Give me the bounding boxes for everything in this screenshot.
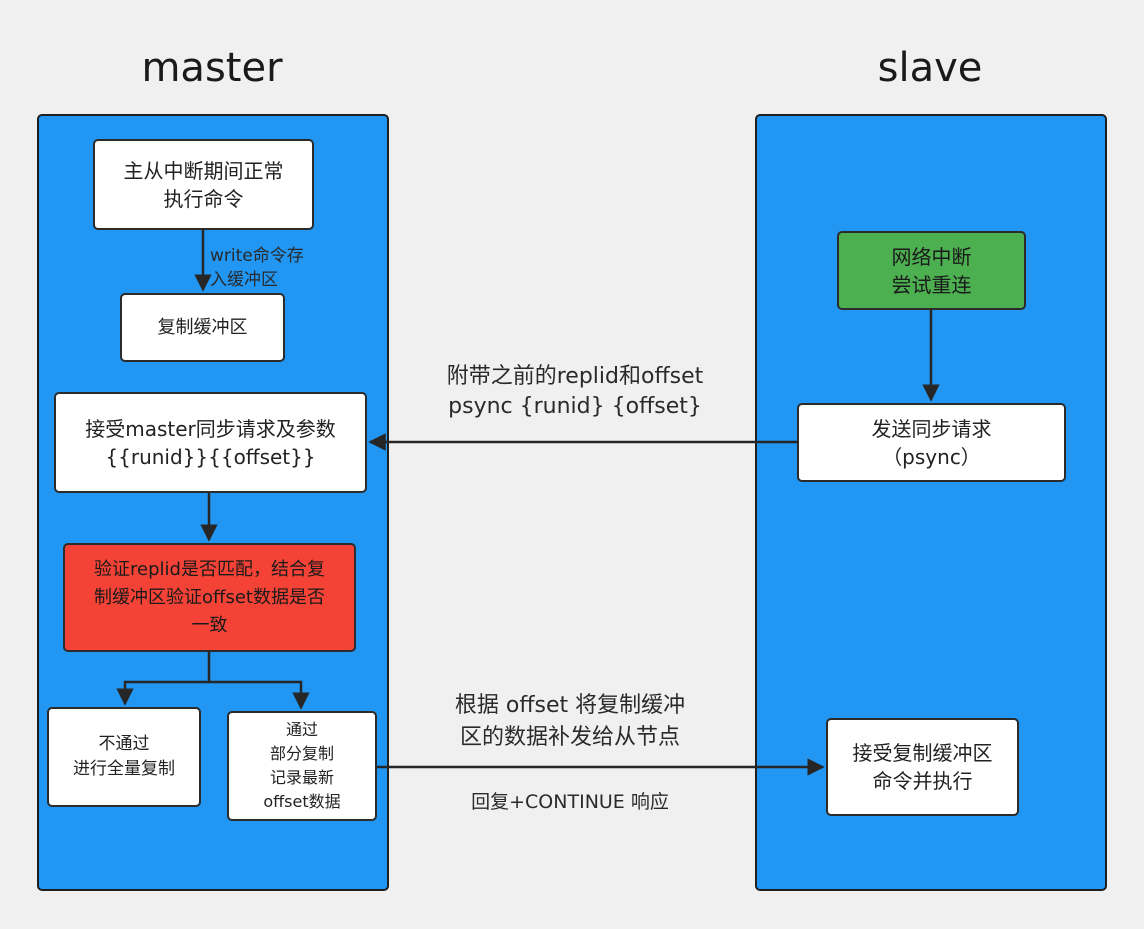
label-continue-reply: 回复+CONTINUE 响应 (471, 791, 669, 813)
node-apply-buffer[interactable]: 接受复制缓冲区 命令并执行 (826, 718, 1019, 816)
node-net-down[interactable]: 网络中断 尝试重连 (837, 231, 1026, 310)
node-normal-exec[interactable]: 主从中断期间正常 执行命令 (93, 139, 314, 230)
slave-lane-title: slave (877, 45, 983, 91)
master-lane-title: master (141, 45, 283, 91)
label-write-to-buffer: write命令存 入缓冲区 (210, 246, 304, 290)
node-accept-sync[interactable]: 接受master同步请求及参数 {{runid}}{{offset}} (54, 392, 367, 493)
node-pass-partial-copy[interactable]: 通过 部分复制 记录最新 offset数据 (227, 711, 377, 821)
node-repl-buffer[interactable]: 复制缓冲区 (120, 293, 285, 362)
node-fail-full-copy[interactable]: 不通过 进行全量复制 (47, 707, 201, 807)
label-send-buffer: 根据 offset 将复制缓冲 区的数据补发给从节点 (454, 693, 686, 750)
label-psync-request: 附带之前的replid和offset psync {runid} {offset… (446, 364, 704, 419)
node-send-sync[interactable]: 发送同步请求 （psync） (797, 403, 1066, 482)
node-verify[interactable]: 验证replid是否匹配，结合复 制缓冲区验证offset数据是否 一致 (63, 543, 356, 652)
